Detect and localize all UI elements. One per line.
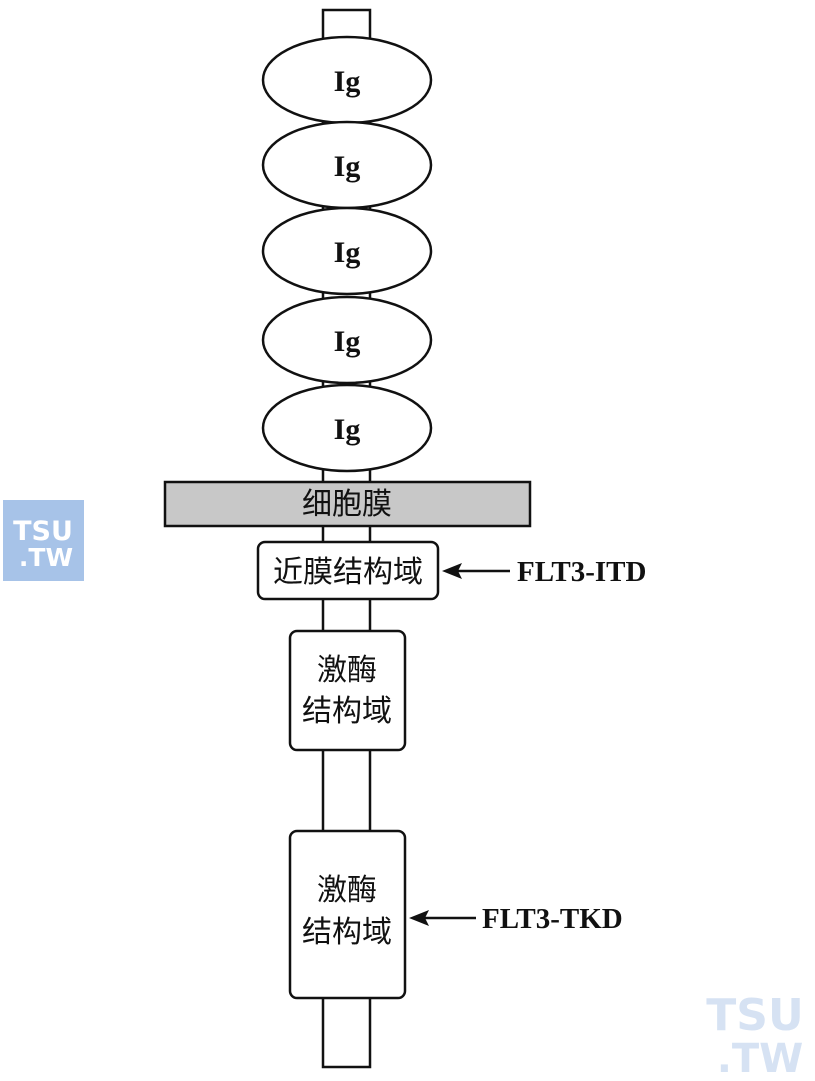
flt3-tkd-label: FLT3-TKD	[482, 903, 623, 935]
arrowhead-icon	[442, 563, 462, 579]
arrowhead-icon	[409, 910, 429, 926]
kinase-domain-2-line2: 结构域	[302, 915, 392, 950]
kinase-domain-2: 激酶 结构域	[288, 829, 407, 1000]
watermark-right-line2: .TW	[717, 1036, 804, 1081]
ig-domain-5: Ig	[261, 383, 433, 473]
watermark-left-line2: .TW	[19, 543, 73, 572]
kinase-domain-1-line2: 结构域	[302, 694, 392, 729]
kinase-domain-1: 激酶 结构域	[288, 629, 407, 752]
ig-domain-2: Ig	[261, 120, 433, 210]
flt3-tkd-annotation: FLT3-TKD	[409, 903, 623, 935]
ig-domain-label: Ig	[334, 150, 361, 183]
juxtamembrane-label: 近膜结构域	[273, 555, 423, 590]
flt3-itd-label: FLT3-ITD	[517, 556, 646, 588]
flt3-itd-annotation: FLT3-ITD	[442, 556, 646, 588]
cell-membrane-label: 细胞膜	[302, 487, 392, 522]
ig-domain-4: Ig	[261, 295, 433, 385]
ig-domain-1: Ig	[261, 35, 433, 125]
ig-domain-3: Ig	[261, 206, 433, 296]
cell-membrane: 细胞膜	[163, 480, 532, 528]
watermark-logo-right: TSU .TW	[706, 990, 803, 1081]
watermark-left-line1: TSU	[13, 516, 73, 547]
ig-domain-label: Ig	[334, 65, 361, 98]
ig-domain-label: Ig	[334, 236, 361, 269]
kinase-domain-1-line1: 激酶	[317, 653, 377, 688]
watermark-right-line1: TSU	[706, 990, 803, 1041]
ig-domain-label: Ig	[334, 325, 361, 358]
watermark-logo-left: TSU .TW	[3, 500, 84, 581]
juxtamembrane-domain: 近膜结构域	[256, 540, 440, 601]
ig-domain-label: Ig	[334, 413, 361, 446]
kinase-domain-2-line1: 激酶	[317, 873, 377, 908]
